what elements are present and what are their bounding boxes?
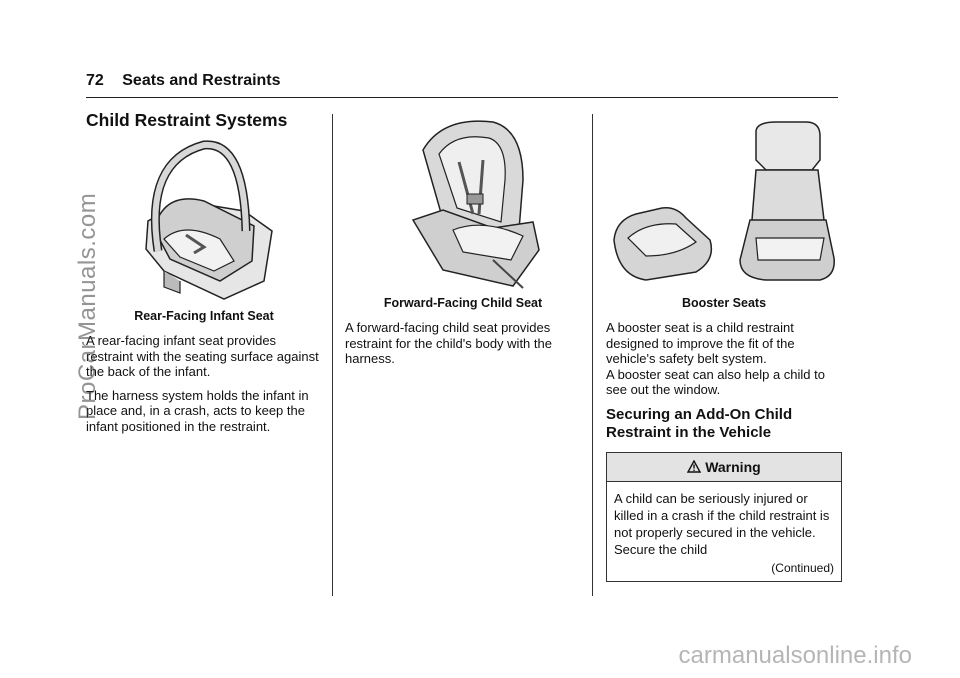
column-1: Child Restraint Systems Rear-Facing Infa… [86, 110, 322, 442]
infant-seat-caption: Rear-Facing Infant Seat [134, 309, 274, 323]
column-divider-2 [592, 114, 593, 596]
side-watermark: ProCarManuals.com [74, 192, 101, 420]
infant-seat-illustration [145, 140, 273, 300]
booster-seats-caption: Booster Seats [681, 296, 767, 310]
column-3: Booster Seats A booster seat is a child … [606, 110, 842, 582]
warning-body: A child can be seriously injured or kill… [607, 482, 841, 581]
page-number: 72 [86, 72, 104, 89]
forward-facing-seat-illustration [411, 120, 540, 289]
column-divider-1 [332, 114, 333, 596]
warning-box: Warning A child can be seriously injured… [606, 451, 842, 582]
page-header: 72 Seats and Restraints [86, 72, 281, 90]
forward-seat-caption: Forward-Facing Child Seat [383, 296, 543, 310]
paragraph: A booster seat can also help a child to … [606, 366, 825, 398]
warning-header: Warning [607, 452, 841, 482]
bottom-watermark: carmanualsonline.info [678, 642, 912, 669]
paragraph: A rear-facing infant seat provides restr… [86, 333, 319, 379]
warning-text: A child can be seriously injured or kill… [614, 490, 830, 557]
paragraph: A forward-facing child seat provides res… [345, 320, 552, 366]
warning-triangle-icon [687, 459, 702, 473]
booster-seats-illustration [613, 121, 835, 281]
paragraph: A booster seat is a child restraint desi… [606, 320, 795, 366]
warning-title: Warning [705, 458, 761, 475]
subsection-heading: Securing an Add-On Child Restraint in th… [606, 405, 793, 441]
paragraph: The harness system holds the infant in p… [86, 387, 309, 434]
section-heading: Child Restraint Systems [86, 110, 288, 130]
section-title: Seats and Restraints [122, 72, 281, 89]
continued-label: (Continued) [771, 560, 834, 575]
column-2: Forward-Facing Child Seat A forward-faci… [345, 110, 581, 375]
header-rule [86, 97, 838, 98]
